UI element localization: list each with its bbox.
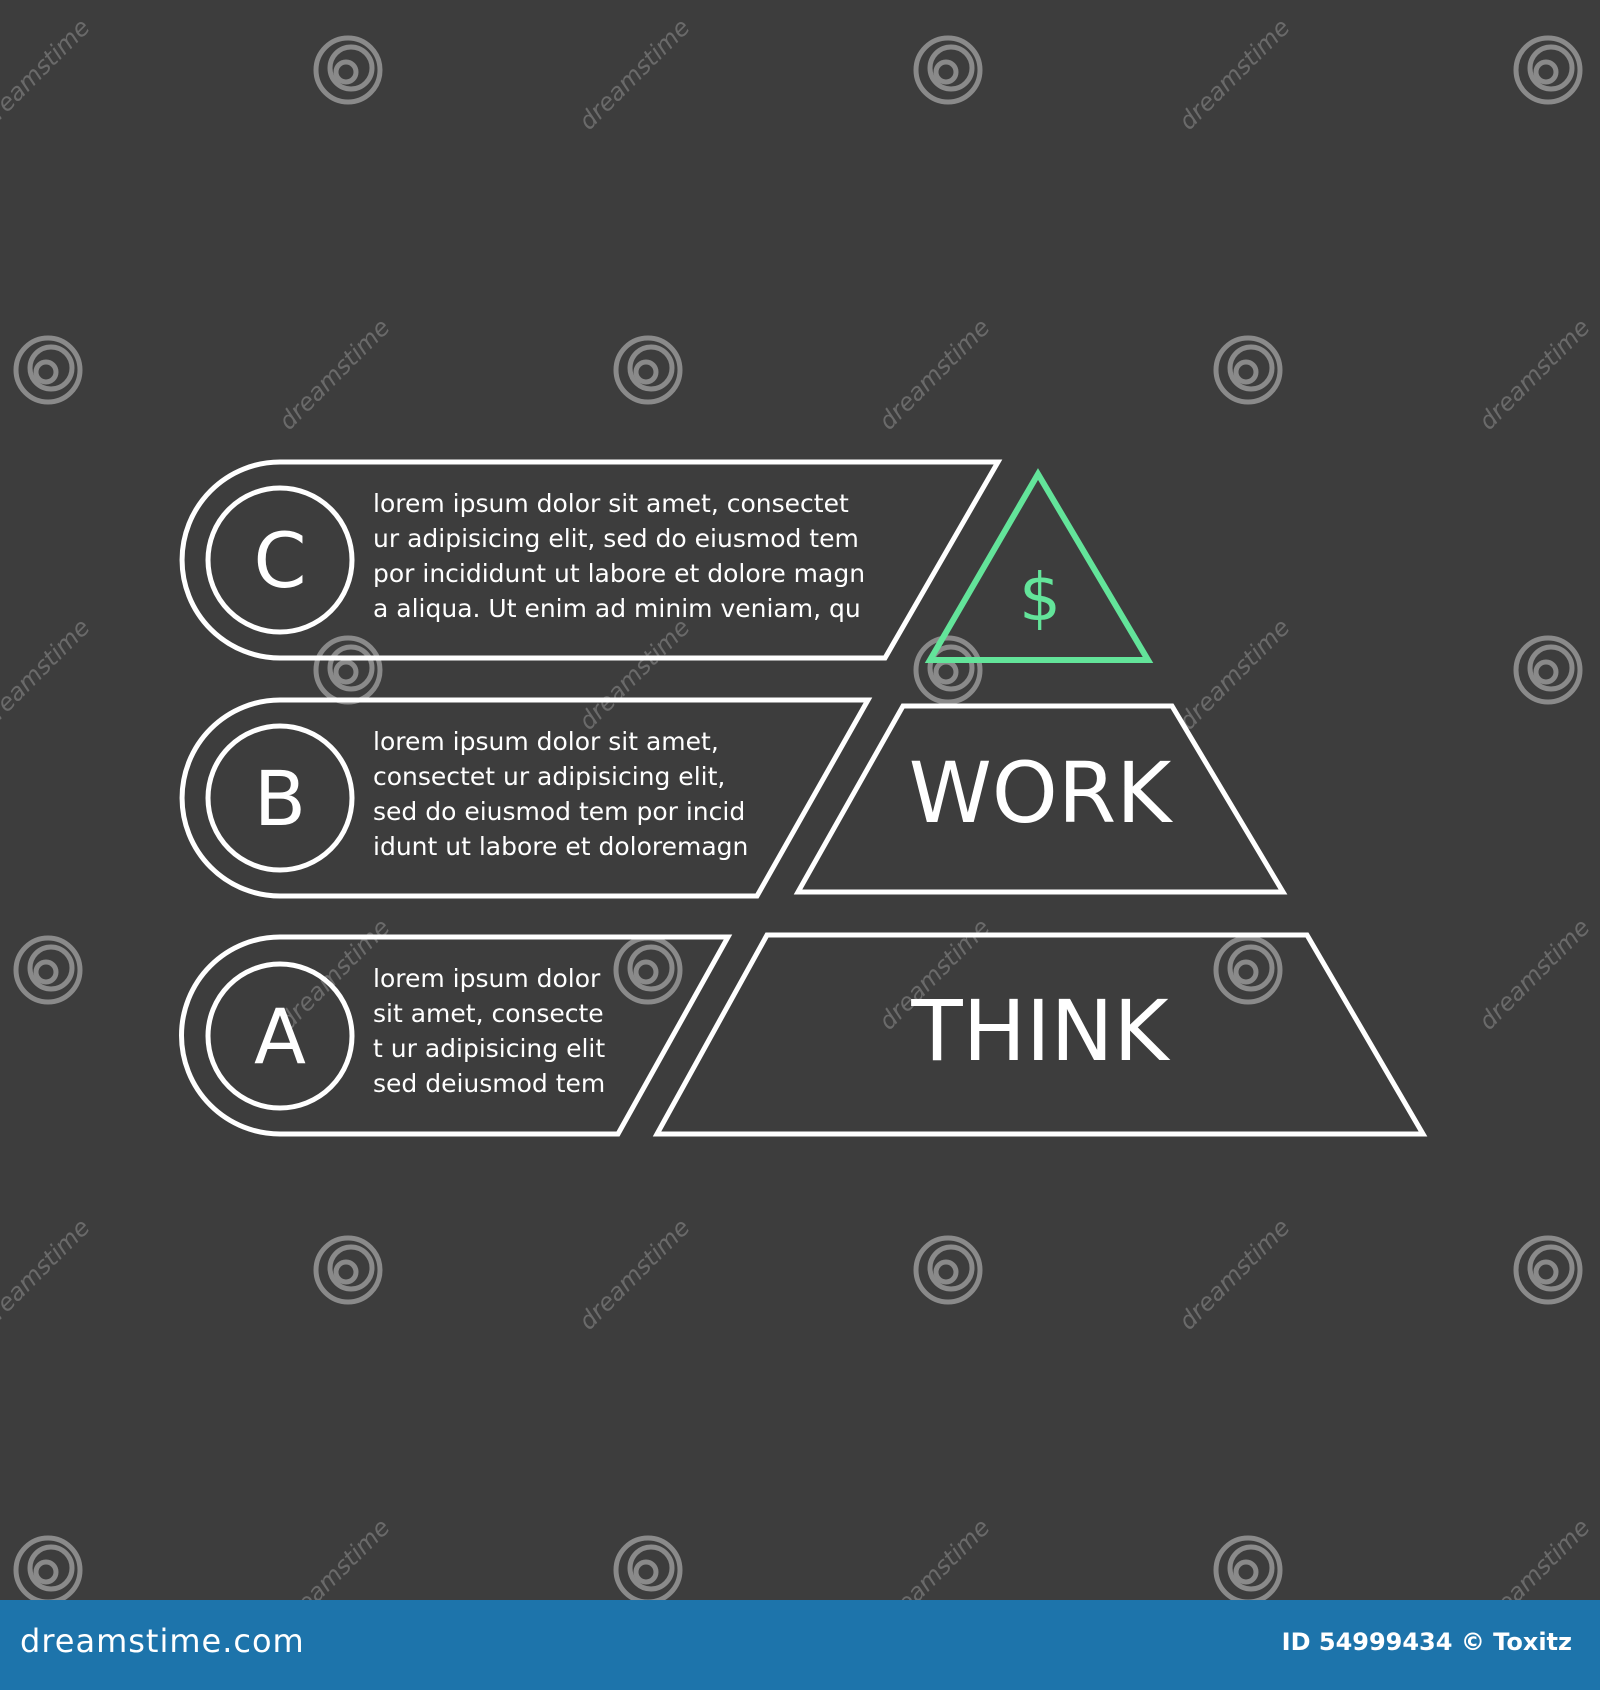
watermark-text: dreamstime bbox=[873, 313, 995, 435]
pyramid-bottom-label: THINK bbox=[910, 982, 1170, 1080]
step-b-banner: B lorem ipsum dolor sit amet, consectet … bbox=[179, 697, 873, 899]
step-c-line-2: ur adipisicing elit, sed do eiusmod tem bbox=[373, 524, 859, 553]
step-c-outline bbox=[179, 459, 1003, 661]
watermark-logo bbox=[1513, 1235, 1583, 1305]
watermark-text: dreamstime bbox=[573, 13, 695, 135]
step-c-line-1: lorem ipsum dolor sit amet, consectet bbox=[373, 489, 849, 518]
step-b-line-3: sed do eiusmod tem por incid bbox=[373, 797, 745, 826]
watermark-text: dreamstime bbox=[1173, 613, 1295, 735]
step-a-line-2: sit amet, consecte bbox=[373, 999, 604, 1028]
dollar-icon: $ bbox=[1019, 559, 1061, 636]
watermark-logo bbox=[1213, 335, 1283, 405]
step-a-letter: A bbox=[254, 992, 306, 1081]
footer-logo[interactable]: dreamstime.com bbox=[20, 1622, 305, 1660]
step-b-line-2: consectet ur adipisicing elit, bbox=[373, 762, 725, 791]
watermark-logo bbox=[313, 1235, 383, 1305]
pyramid-middle-label: WORK bbox=[909, 744, 1174, 842]
step-a-line-3: t ur adipisicing elit bbox=[373, 1034, 605, 1063]
pyramid-middle-tier bbox=[793, 703, 1288, 895]
footer-bar: dreamstime.com ID 54999434 © Toxitz bbox=[0, 1600, 1600, 1690]
watermark-logo bbox=[613, 935, 683, 1005]
step-b-outline bbox=[179, 697, 873, 899]
watermark-logo bbox=[1213, 935, 1283, 1005]
watermark-text: dreamstime bbox=[0, 613, 95, 735]
watermark-logo bbox=[13, 335, 83, 405]
watermark-logo bbox=[913, 635, 983, 705]
step-a-outline bbox=[179, 934, 733, 1137]
step-a-line-4: sed deiusmod tem bbox=[373, 1069, 605, 1098]
step-c-banner: C lorem ipsum dolor sit amet, consectet … bbox=[179, 459, 1003, 661]
watermark-text: dreamstime bbox=[573, 613, 695, 735]
watermark-logo bbox=[913, 35, 983, 105]
watermark-logo bbox=[1513, 35, 1583, 105]
watermark-text: dreamstime bbox=[1173, 13, 1295, 135]
watermark-logo bbox=[1513, 635, 1583, 705]
pyramid: $ WORK THINK bbox=[652, 468, 1428, 1137]
watermark-logo bbox=[613, 1535, 683, 1605]
watermark-text: dreamstime bbox=[1473, 913, 1595, 1035]
step-c-line-3: por incididunt ut labore et dolore magn bbox=[373, 559, 865, 588]
pyramid-top-triangle bbox=[924, 468, 1154, 663]
watermark-logo bbox=[613, 335, 683, 405]
step-a-banner: A lorem ipsum dolor sit amet, consecte t… bbox=[179, 934, 733, 1137]
step-b-circle bbox=[205, 723, 355, 873]
watermark-text: dreamstime bbox=[1173, 1213, 1295, 1335]
pyramid-bottom-tier bbox=[652, 932, 1428, 1137]
watermark-logo bbox=[13, 1535, 83, 1605]
step-b-line-4: idunt ut labore et doloremagn bbox=[373, 832, 748, 861]
watermark-logo bbox=[913, 1235, 983, 1305]
step-b-line-1: lorem ipsum dolor sit amet, bbox=[373, 727, 719, 756]
watermark-logo bbox=[13, 935, 83, 1005]
step-a-circle bbox=[205, 961, 355, 1111]
step-c-circle bbox=[205, 485, 355, 635]
footer-credit: ID 54999434 © Toxitz bbox=[1281, 1628, 1572, 1656]
watermark-logo bbox=[1213, 1535, 1283, 1605]
watermark-text: dreamstime bbox=[1473, 313, 1595, 435]
watermark-text: dreamstime bbox=[573, 1213, 695, 1335]
watermark-text: dreamstime bbox=[273, 313, 395, 435]
step-a-line-1: lorem ipsum dolor bbox=[373, 964, 601, 993]
step-b-letter: B bbox=[254, 754, 306, 843]
watermark-text: dreamstime bbox=[0, 1213, 95, 1335]
step-c-letter: C bbox=[253, 516, 306, 605]
watermark-text: dreamstime bbox=[0, 13, 95, 135]
watermark-logo bbox=[313, 35, 383, 105]
watermark-logo bbox=[313, 635, 383, 705]
step-c-line-4: a aliqua. Ut enim ad minim veniam, qu bbox=[373, 594, 861, 623]
